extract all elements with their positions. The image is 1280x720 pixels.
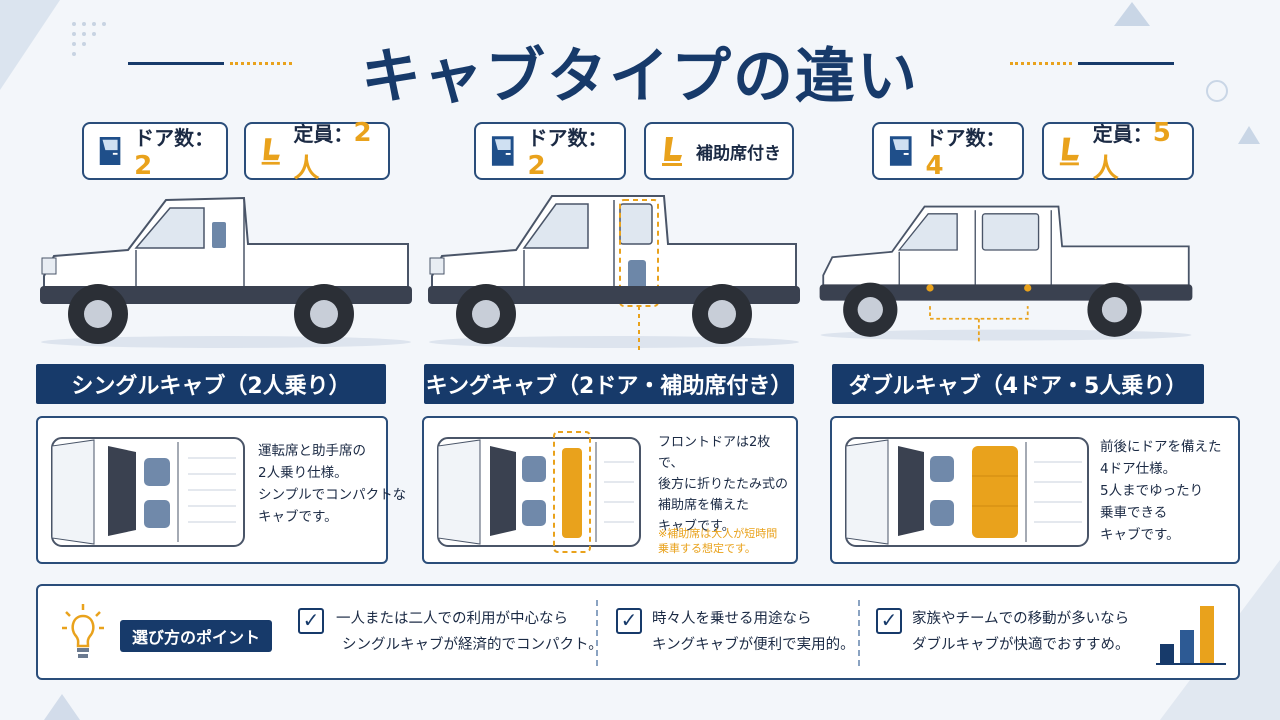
dot-pattern-decoration xyxy=(72,22,106,56)
title-area: キャブタイプの違い xyxy=(0,28,1280,112)
double-cab-description: 前後にドアを備えた 4ドア仕様。 5人までゆったり 乗車できる キャブです。 xyxy=(1100,436,1238,546)
description-line: 乗車できる xyxy=(1100,505,1168,521)
door-count-badge-king: ドア数：2 xyxy=(474,122,626,181)
single-cab-description: 運転席と助手席の 2人乗り仕様。 シンプルでコンパクトな キャブです。 xyxy=(258,440,408,528)
capacity-badge-double: 定員：5人 xyxy=(1042,118,1194,184)
king-cab-truck-illustration xyxy=(428,195,800,352)
page-title: キャブタイプの違い xyxy=(361,42,919,112)
note-line: ※補助席は大人が短時間 xyxy=(658,527,778,540)
description-line: 前後にドアを備えた xyxy=(1100,439,1222,455)
check-icon: ✓ xyxy=(876,608,902,634)
divider xyxy=(596,600,598,666)
description-line: フロントドアは2枚で、 xyxy=(658,435,771,471)
triangle-decoration-top-right xyxy=(1114,2,1150,26)
point-line: シングルキャブが経済的でコンパクト。 xyxy=(342,637,603,653)
king-cab-top-view xyxy=(437,431,641,553)
circle-decoration xyxy=(1206,80,1228,102)
door-count-badge-single: ドア数：2 xyxy=(82,122,228,181)
selection-points-label: 選び方のポイント xyxy=(120,620,272,652)
capacity-badge-single: 定員：2人 xyxy=(244,118,390,184)
door-count-badge-double: ドア数：4 xyxy=(872,122,1024,181)
note-line: 乗車する想定です。 xyxy=(658,542,756,555)
title-dots-right xyxy=(1010,62,1072,65)
title-line-left xyxy=(128,62,224,65)
description-line: 2人乗り仕様。 xyxy=(258,465,348,481)
jump-seat-label: 補助席付き xyxy=(696,143,781,164)
point-item-king: 時々人を乗せる用途なら キングキャブが便利で実用的。 xyxy=(652,606,952,658)
door-count-label: ドア数： xyxy=(527,125,608,150)
divider xyxy=(858,600,860,666)
description-line: 5人までゆったり xyxy=(1100,483,1204,499)
king-cab-banner: キングキャブ（2ドア・補助席付き） xyxy=(424,364,794,404)
triangle-decoration-bottom-left xyxy=(44,694,80,720)
check-icon: ✓ xyxy=(616,608,642,634)
single-cab-panel: 運転席と助手席の 2人乗り仕様。 シンプルでコンパクトな キャブです。 xyxy=(36,416,406,564)
capacity-label: 定員： xyxy=(1092,121,1153,146)
capacity-label: 定員： xyxy=(293,121,354,146)
description-line: シンプルでコンパクトな xyxy=(258,487,407,503)
description-line: 補助席を備えた xyxy=(658,498,750,513)
check-icon: ✓ xyxy=(298,608,324,634)
door-count-label: ドア数： xyxy=(134,125,215,150)
title-dots-left xyxy=(230,62,292,65)
point-line: 一人または二人での利用が中心なら xyxy=(336,611,568,627)
description-line: キャブです。 xyxy=(658,519,735,534)
bar-chart-icon xyxy=(1156,606,1226,665)
title-line-right xyxy=(1078,62,1174,65)
corner-decoration-top-left xyxy=(0,0,60,90)
door-icon xyxy=(491,136,514,166)
jump-seat-badge-king: 補助席付き xyxy=(644,122,794,180)
triangle-decoration-right xyxy=(1238,126,1260,144)
seat-icon xyxy=(261,138,280,165)
single-cab-top-view xyxy=(51,437,245,547)
description-line: キャブです。 xyxy=(258,509,338,525)
description-line: キャブです。 xyxy=(1100,527,1180,543)
king-cab-description: フロントドアは2枚で、 後方に折りたたみ式の 補助席を備えた キャブです。 xyxy=(658,432,794,537)
double-cab-panel: 前後にドアを備えた 4ドア仕様。 5人までゆったり 乗車できる キャブです。 xyxy=(830,416,1240,564)
point-item-single: 一人または二人での利用が中心なら シングルキャブが経済的でコンパクト。 xyxy=(336,606,636,658)
point-line: 時々人を乗せる用途なら xyxy=(652,611,812,627)
door-icon xyxy=(99,136,121,166)
door-icon xyxy=(889,136,912,166)
door-count-value: 2 xyxy=(134,150,153,181)
point-item-double: 家族やチームでの移動が多いなら ダブルキャブが快適でおすすめ。 xyxy=(912,606,1212,658)
point-line: キングキャブが便利で実用的。 xyxy=(652,637,855,653)
point-line: 家族やチームでの移動が多いなら xyxy=(912,611,1130,627)
double-cab-truck-illustration xyxy=(819,205,1193,343)
description-line: 4ドア仕様。 xyxy=(1100,461,1177,477)
single-cab-truck-illustration xyxy=(40,196,412,348)
door-count-label: ドア数： xyxy=(925,125,1006,150)
double-cab-banner: ダブルキャブ（4ドア・5人乗り） xyxy=(832,364,1204,404)
jump-seat-note: ※補助席は大人が短時間 乗車する想定です。 xyxy=(658,526,798,556)
point-line: ダブルキャブが快適でおすすめ。 xyxy=(912,637,1130,653)
door-count-value: 4 xyxy=(925,150,944,181)
double-cab-top-view xyxy=(845,437,1089,547)
description-line: 後方に折りたたみ式の xyxy=(658,477,789,492)
lightbulb-icon xyxy=(62,604,104,658)
door-count-value: 2 xyxy=(527,150,546,181)
single-cab-banner: シングルキャブ（2人乗り） xyxy=(36,364,386,404)
seat-icon xyxy=(1059,137,1079,166)
selection-points-panel: 選び方のポイント ✓ 一人または二人での利用が中心なら シングルキャブが経済的で… xyxy=(36,584,1240,680)
capacity-value: 5人 xyxy=(1092,117,1171,184)
king-cab-panel: フロントドアは2枚で、 後方に折りたたみ式の 補助席を備えた キャブです。 ※補… xyxy=(422,416,798,564)
description-line: 運転席と助手席の xyxy=(258,443,366,459)
seat-icon xyxy=(662,137,682,166)
capacity-value: 2人 xyxy=(293,117,372,184)
